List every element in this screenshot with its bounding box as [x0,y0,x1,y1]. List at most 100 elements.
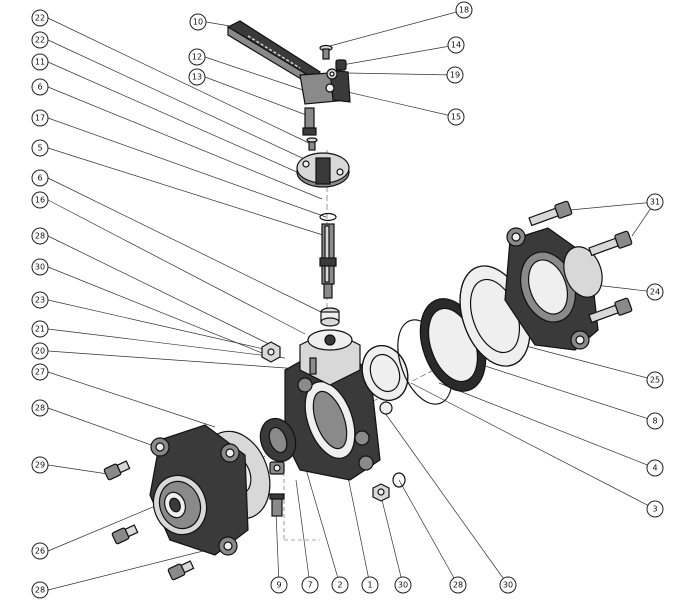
svg-text:17: 17 [35,114,45,123]
callout-30-bottom-right: 30 [499,576,517,594]
callout-labels: 18 10 14 12 19 13 15 22 22 11 6 17 5 6 1… [31,1,664,599]
svg-text:26: 26 [35,547,45,556]
callout-22-second: 22 [31,31,49,49]
callout-11: 11 [31,53,49,71]
callout-31: 31 [646,193,664,211]
svg-text:28: 28 [453,581,463,590]
callout-1: 1 [361,576,379,594]
packing-nut-part [261,341,281,363]
svg-text:25: 25 [650,376,660,385]
callout-10: 10 [189,13,207,31]
svg-text:14: 14 [451,41,461,50]
seat-ring-part [361,345,409,401]
svg-text:30: 30 [35,263,45,272]
callout-19: 19 [446,66,464,84]
callout-28-middle: 28 [31,399,49,417]
valve-body-part [284,329,381,481]
callout-22-top: 22 [31,9,49,27]
svg-text:22: 22 [35,36,45,45]
callout-23: 23 [31,291,49,309]
svg-text:2: 2 [337,581,342,590]
small-nut-part [269,461,285,475]
stem-washer-part [319,212,337,222]
stop-pin-part [309,357,317,375]
svg-text:24: 24 [650,288,660,297]
callout-27: 27 [31,363,49,381]
svg-text:30: 30 [503,581,513,590]
lock-plate-part [296,137,350,188]
handle-screw-part [319,44,333,60]
svg-text:6: 6 [37,83,42,92]
svg-text:28: 28 [35,586,45,595]
small-bolt-part [269,493,285,517]
svg-text:19: 19 [450,71,460,80]
callout-30-upper: 30 [31,258,49,276]
ball-part [259,417,297,463]
svg-text:21: 21 [35,325,45,334]
callout-14: 14 [447,36,465,54]
callout-26: 26 [31,542,49,560]
svg-text:1: 1 [367,581,372,590]
svg-text:10: 10 [193,18,203,27]
callout-17: 17 [31,109,49,127]
svg-text:29: 29 [35,461,45,470]
svg-text:31: 31 [650,198,660,207]
stem-bushing-part [320,307,340,327]
callout-12: 12 [188,48,206,66]
callout-2: 2 [331,576,349,594]
leader-lines [47,9,656,591]
callout-30-bottom: 30 [394,576,412,594]
svg-text:11: 11 [35,58,45,67]
callout-24: 24 [646,283,664,301]
svg-text:13: 13 [192,73,202,82]
stem-part [319,223,337,299]
callout-18: 18 [455,1,473,19]
svg-text:6: 6 [37,174,42,183]
svg-text:27: 27 [35,368,45,377]
callout-21: 21 [31,320,49,338]
callout-8: 8 [646,412,664,430]
svg-text:30: 30 [398,581,408,590]
callout-4: 4 [646,459,664,477]
callout-28-bottom-left: 28 [31,581,49,599]
right-end-cap-part [504,227,603,351]
svg-text:16: 16 [35,196,45,205]
left-bolts-part [103,460,195,581]
callout-6-top: 6 [31,78,49,96]
callout-3: 3 [646,500,664,518]
nut-part [326,68,338,80]
callout-16: 16 [31,191,49,209]
callout-25: 25 [646,371,664,389]
svg-text:3: 3 [652,505,657,514]
handle-lever-part [226,20,351,105]
callout-15: 15 [447,108,465,126]
callout-20: 20 [31,342,49,360]
svg-text:28: 28 [35,404,45,413]
svg-text:5: 5 [37,144,42,153]
svg-text:9: 9 [276,581,281,590]
callout-7: 7 [301,576,319,594]
callout-28-upper: 28 [31,227,49,245]
svg-text:8: 8 [652,417,657,426]
svg-text:28: 28 [35,232,45,241]
set-screw-part [335,59,347,71]
svg-text:12: 12 [192,53,202,62]
svg-text:7: 7 [307,581,312,590]
callout-6-second: 6 [31,169,49,187]
svg-text:23: 23 [35,296,45,305]
callout-13: 13 [188,68,206,86]
callout-28-bottom: 28 [449,576,467,594]
svg-text:4: 4 [652,464,657,473]
callout-29: 29 [31,456,49,474]
svg-text:18: 18 [459,6,469,15]
callout-9: 9 [270,576,288,594]
svg-text:22: 22 [35,14,45,23]
left-end-cap-part [149,424,249,556]
lock-bolt-part [302,107,317,136]
svg-text:15: 15 [451,113,461,122]
right-bolts-part [528,200,633,324]
lower-nuts-part [372,401,406,502]
svg-text:20: 20 [35,347,45,356]
callout-5: 5 [31,139,49,157]
